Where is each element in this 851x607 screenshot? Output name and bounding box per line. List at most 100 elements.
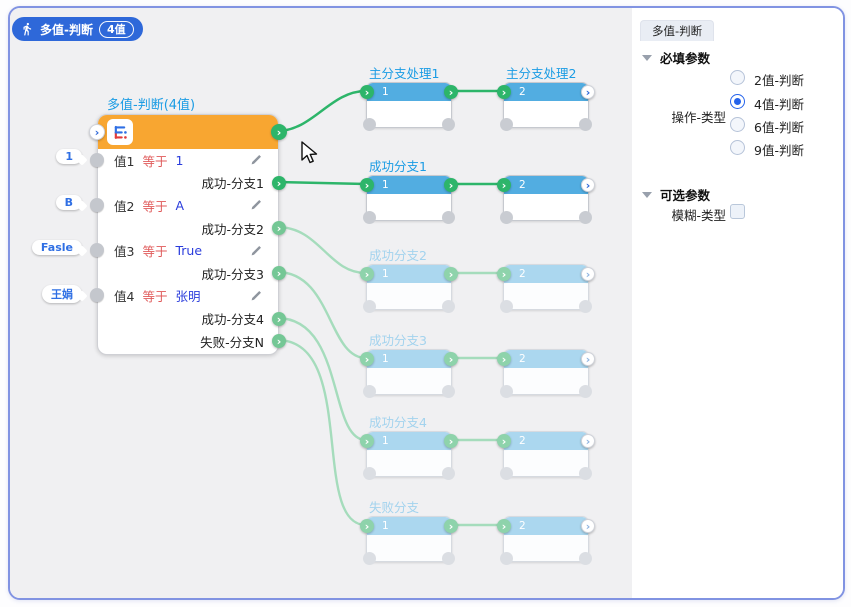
branch-output-label: 成功-分支1 — [201, 176, 264, 192]
branch2-output-port[interactable]: › — [272, 221, 286, 235]
node-input-port[interactable]: › — [497, 267, 511, 281]
main-output-port[interactable]: › — [271, 124, 287, 140]
node-output-port[interactable]: › — [444, 178, 458, 192]
node-bottom-port[interactable] — [579, 552, 592, 565]
node-bottom-port[interactable] — [579, 385, 592, 398]
node-input-port[interactable]: › — [360, 519, 374, 533]
branch-node-2[interactable]: 2 › › — [497, 431, 595, 480]
edit-pencil-icon[interactable] — [250, 290, 262, 302]
branch-node-1[interactable]: 1 › › — [360, 264, 458, 313]
node-bottom-port[interactable] — [500, 118, 513, 131]
branch-output-label: 失败-分支N — [200, 334, 264, 350]
node-input-port[interactable]: › — [497, 434, 511, 448]
node-bottom-port[interactable] — [500, 385, 513, 398]
value2-input-port[interactable] — [90, 198, 104, 212]
node-input-port[interactable]: › — [497, 178, 511, 192]
node-output-port[interactable]: › — [444, 519, 458, 533]
radio-label[interactable]: 4值-判断 — [754, 97, 804, 112]
node-output-port[interactable]: › — [581, 434, 595, 448]
node-output-port[interactable]: › — [444, 85, 458, 99]
branch-node-header: 1 — [367, 517, 451, 535]
node-bottom-port[interactable] — [579, 300, 592, 313]
node-bottom-port[interactable] — [363, 552, 376, 565]
branch1-output-port[interactable]: › — [272, 176, 286, 190]
node-input-port[interactable]: › — [497, 519, 511, 533]
branch-node-1[interactable]: 1 › › — [360, 349, 458, 398]
flow-canvas[interactable]: 多值-判断 4值 多值-判断(4值) — [10, 8, 633, 598]
node-bottom-port[interactable] — [363, 211, 376, 224]
radio-label[interactable]: 2值-判断 — [754, 73, 804, 88]
node-input-port[interactable]: › — [360, 434, 374, 448]
condition-name: 值2 — [114, 198, 135, 214]
required-params-section-header[interactable]: 必填参数 — [642, 48, 710, 67]
node-input-port[interactable]: › — [497, 85, 511, 99]
branch4-output-port[interactable]: › — [272, 312, 286, 326]
radio-9value[interactable] — [730, 140, 745, 155]
node-bottom-port[interactable] — [442, 300, 455, 313]
branch-node-2[interactable]: 2 › › — [497, 349, 595, 398]
node-bottom-port[interactable] — [442, 467, 455, 480]
branch-node-1[interactable]: 1 › › — [360, 82, 458, 131]
main-input-port[interactable]: › — [89, 124, 105, 140]
node-bottom-port[interactable] — [579, 211, 592, 224]
optional-params-section-header[interactable]: 可选参数 — [642, 185, 710, 204]
node-input-port[interactable]: › — [360, 178, 374, 192]
main-node-header[interactable] — [98, 115, 278, 149]
input-value-badge: B — [55, 195, 82, 210]
node-bottom-port[interactable] — [500, 552, 513, 565]
node-bottom-port[interactable] — [579, 467, 592, 480]
node-output-port[interactable]: › — [581, 267, 595, 281]
edit-pencil-icon[interactable] — [250, 199, 262, 211]
branch-node-1[interactable]: 1 › › — [360, 431, 458, 480]
radio-4value[interactable] — [730, 94, 745, 109]
radio-group-label: 操作-类型 — [671, 110, 726, 125]
fuzzy-type-checkbox[interactable] — [730, 204, 745, 219]
node-bottom-port[interactable] — [363, 300, 376, 313]
node-output-port[interactable]: › — [581, 519, 595, 533]
node-bottom-port[interactable] — [442, 385, 455, 398]
node-output-port[interactable]: › — [444, 352, 458, 366]
edit-pencil-icon[interactable] — [250, 154, 262, 166]
node-input-port[interactable]: › — [360, 267, 374, 281]
node-bottom-port[interactable] — [363, 118, 376, 131]
edit-pencil-icon[interactable] — [250, 245, 262, 257]
value3-input-port[interactable] — [90, 243, 104, 257]
value4-input-port[interactable] — [90, 288, 104, 302]
main-node[interactable]: 值1 等于 1 成功-分支1 值2 等于 A 成功-分支2 值3 等于 True — [89, 114, 287, 355]
branch-node-1[interactable]: 1 › › — [360, 175, 458, 224]
radio-6value[interactable] — [730, 117, 745, 132]
node-bottom-port[interactable] — [442, 552, 455, 565]
branch-node-label: 成功分支2 — [369, 248, 427, 263]
flow-title-badge[interactable]: 多值-判断 4值 — [12, 17, 143, 41]
node-output-port[interactable]: › — [444, 434, 458, 448]
panel-tab[interactable]: 多值-判断 — [640, 20, 715, 41]
node-bottom-port[interactable] — [500, 300, 513, 313]
node-bottom-port[interactable] — [363, 467, 376, 480]
node-output-port[interactable]: › — [581, 352, 595, 366]
node-input-port[interactable]: › — [360, 85, 374, 99]
radio-label[interactable]: 9值-判断 — [754, 143, 804, 158]
radio-label[interactable]: 6值-判断 — [754, 120, 804, 135]
collapse-triangle-icon[interactable] — [642, 191, 652, 198]
value1-input-port[interactable] — [90, 153, 104, 167]
node-bottom-port[interactable] — [500, 467, 513, 480]
branch3-output-port[interactable]: › — [272, 266, 286, 280]
branch-node-1[interactable]: 1 › › — [360, 516, 458, 565]
branch-node-2[interactable]: 2 › › — [497, 516, 595, 565]
node-bottom-port[interactable] — [442, 118, 455, 131]
radio-2value[interactable] — [730, 70, 745, 85]
node-output-port[interactable]: › — [581, 85, 595, 99]
node-output-port[interactable]: › — [444, 267, 458, 281]
node-input-port[interactable]: › — [360, 352, 374, 366]
node-bottom-port[interactable] — [579, 118, 592, 131]
node-bottom-port[interactable] — [363, 385, 376, 398]
collapse-triangle-icon[interactable] — [642, 54, 652, 61]
branch-node-2[interactable]: 2 › › — [497, 82, 595, 131]
branch-node-2[interactable]: 2 › › — [497, 175, 595, 224]
branch-node-2[interactable]: 2 › › — [497, 264, 595, 313]
node-input-port[interactable]: › — [497, 352, 511, 366]
node-output-port[interactable]: › — [581, 178, 595, 192]
node-bottom-port[interactable] — [442, 211, 455, 224]
fail-output-port[interactable]: › — [272, 334, 286, 348]
node-bottom-port[interactable] — [500, 211, 513, 224]
